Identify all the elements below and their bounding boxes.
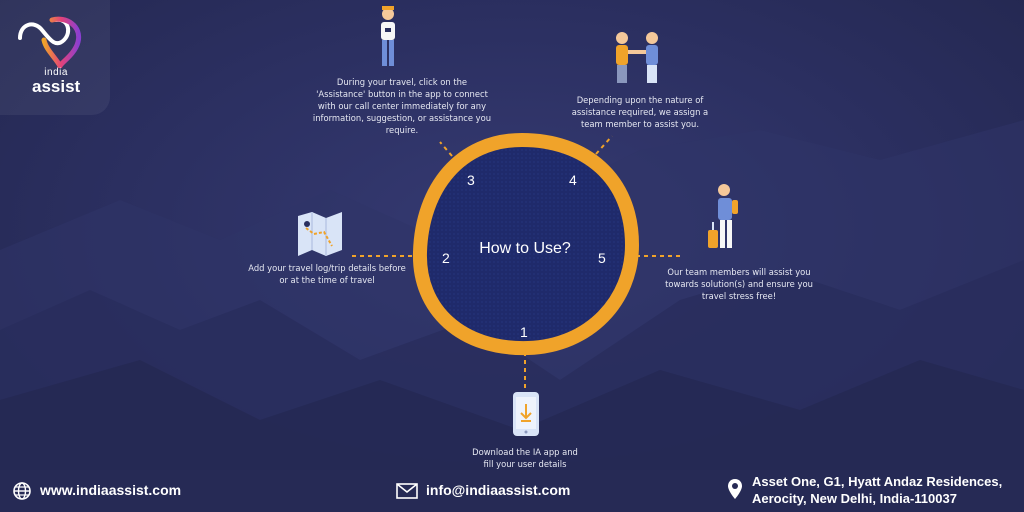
brand-line2: assist (32, 77, 81, 96)
traveler-phone-icon (381, 6, 395, 66)
connector-step4 (595, 135, 613, 155)
phone-download-icon (513, 392, 539, 436)
handshake-icon (616, 32, 658, 83)
brand-line1: india (44, 67, 68, 78)
globe-icon (13, 482, 31, 500)
step2-description: Add your travel log/trip details before … (248, 263, 406, 285)
website-link[interactable]: www.indiaassist.com (40, 482, 182, 498)
location-pin-icon (728, 479, 742, 499)
brand-logo[interactable]: india assist (0, 0, 110, 115)
location-pin-logo-icon (18, 16, 82, 68)
center-title: How to Use? (479, 240, 571, 257)
footer-bar: www.indiaassist.com info@indiaassist.com… (0, 470, 1024, 512)
mail-icon (396, 483, 418, 499)
step-number-2: 2 (442, 250, 450, 266)
step-number-1: 1 (520, 324, 528, 340)
email-link[interactable]: info@indiaassist.com (426, 482, 571, 498)
how-to-use-diagram (298, 6, 738, 436)
brand-name: india assist (32, 67, 81, 96)
address-line2: Aerocity, New Delhi, India-110037 (752, 491, 957, 506)
traveler-luggage-icon (708, 184, 738, 248)
map-icon (298, 212, 342, 256)
step5-description: Our team members will assist you towards… (665, 267, 813, 301)
step-number-5: 5 (598, 250, 606, 266)
step3-description: During your travel, click on the 'Assist… (312, 77, 492, 135)
address-line1: Asset One, G1, Hyatt Andaz Residences, (752, 474, 1003, 489)
step-number-4: 4 (569, 172, 577, 188)
step-number-3: 3 (467, 172, 475, 188)
step1-description: Download the IA app and fill your user d… (472, 447, 578, 469)
connector-step3 (439, 141, 453, 157)
center-ring (412, 132, 640, 356)
step4-description: Depending upon the nature of assistance … (571, 95, 709, 129)
